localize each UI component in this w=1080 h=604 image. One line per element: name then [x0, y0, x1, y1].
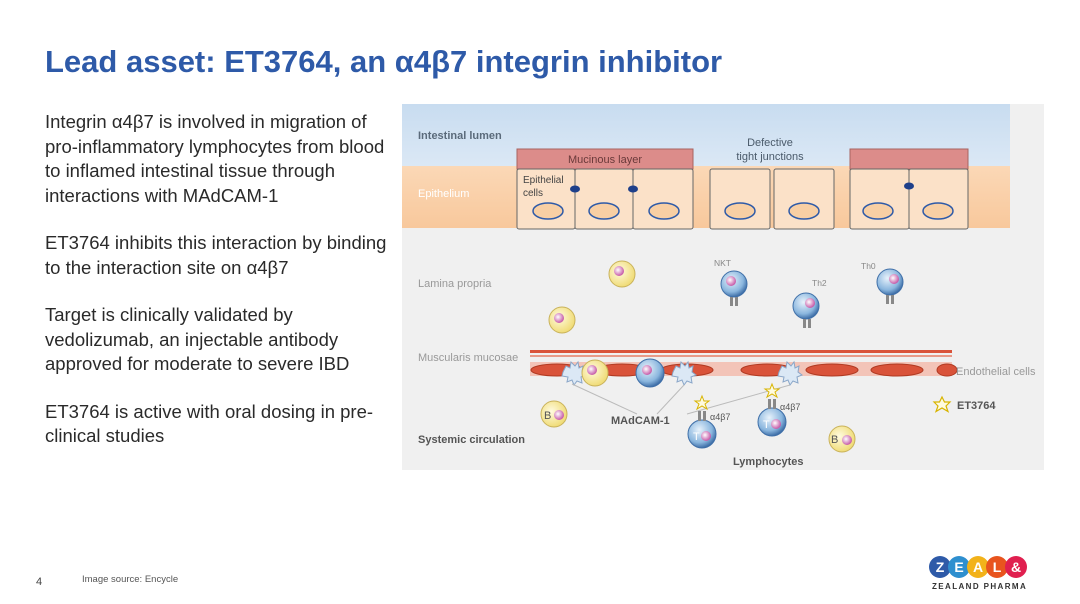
logo-subtitle: ZEALAND PHARMA	[932, 582, 1028, 591]
slide-title: Lead asset: ET3764, an α4β7 integrin inh…	[45, 44, 723, 79]
svg-text:&: &	[1011, 559, 1021, 575]
lamina-cell-yellow-1	[608, 260, 636, 288]
th0-cell	[876, 268, 904, 304]
alpha4beta7-label-1: α4β7	[710, 412, 730, 422]
intestinal-lumen-label: Intestinal lumen	[418, 130, 502, 142]
lamina-cell-yellow-2	[548, 306, 576, 334]
paragraph-4: ET3764 is active with oral dosing in pre…	[45, 400, 374, 447]
endothelial-cells-label: Endothelial cells	[956, 366, 1036, 378]
cell-nucleus	[788, 202, 820, 220]
adhered-lymphocyte-yellow	[581, 359, 609, 387]
b-cell-2	[828, 425, 856, 453]
t-cell-1	[687, 394, 717, 449]
svg-text:E: E	[954, 559, 963, 575]
svg-text:Z: Z	[936, 559, 945, 575]
cell-nucleus	[648, 202, 680, 220]
nkt-cell	[720, 270, 748, 306]
logo-letter-a: A	[967, 556, 989, 578]
tight-junction	[628, 185, 638, 193]
cell-nucleus	[862, 202, 894, 220]
epithelial-cell	[632, 168, 694, 230]
endothelial-cells	[530, 363, 958, 377]
madcam-molecules	[561, 360, 804, 387]
page-number: 4	[36, 576, 43, 588]
systemic-circulation-label: Systemic circulation	[418, 434, 525, 446]
th2-cell	[792, 292, 820, 328]
muscularis-mucosae-label: Muscularis mucosae	[418, 352, 518, 364]
et3764-legend-icon	[932, 395, 952, 413]
epithelial-cell	[773, 168, 835, 230]
bullet-list: Integrin α4β7 is involved in migration o…	[45, 110, 395, 472]
t-label-2: T	[763, 419, 770, 431]
epithelial-cell	[908, 168, 969, 230]
b-label-2: B	[831, 434, 838, 446]
cell-nucleus	[922, 202, 954, 220]
et3764-legend-label: ET3764	[957, 400, 996, 412]
nkt-label: NKT	[714, 258, 731, 268]
mucinous-layer-label: Mucinous layer	[568, 154, 642, 166]
defective-label-2: tight junctions	[736, 151, 804, 163]
epithelial-cells-label-1: Epithelial	[523, 175, 564, 186]
logo-letter-z: Z	[929, 556, 951, 578]
zealand-logo: Z E A L &	[929, 556, 1027, 578]
vessel-wall-stripe	[530, 355, 952, 357]
vessel-wall-top	[530, 350, 952, 353]
madcam-label: MAdCAM-1	[611, 415, 670, 427]
lamina-propria-label: Lamina propria	[418, 278, 492, 290]
epithelial-cells-label-2: cells	[523, 188, 543, 199]
svg-text:L: L	[993, 559, 1002, 575]
cell-nucleus	[724, 202, 756, 220]
paragraph-2: ET3764 inhibits this interaction by bind…	[45, 232, 387, 278]
tight-junction	[570, 185, 580, 193]
epithelial-cell	[709, 168, 771, 230]
svg-text:A: A	[973, 559, 983, 575]
t-label-1: T	[693, 431, 700, 443]
logo-letter-ampersand: &	[1005, 556, 1027, 578]
th0-label: Th0	[861, 261, 876, 271]
alpha4beta7-label-2: α4β7	[780, 402, 800, 412]
logo-letter-l: L	[986, 556, 1008, 578]
t-cell-2	[757, 382, 787, 437]
lymphocytes-label: Lymphocytes	[733, 456, 804, 468]
epithelial-cell	[574, 168, 634, 230]
adhered-lymphocyte-blue	[635, 358, 665, 388]
cell-nucleus	[588, 202, 620, 220]
image-source: Image source: Encycle	[82, 574, 179, 585]
tight-junction	[904, 182, 914, 190]
logo-letter-e: E	[948, 556, 970, 578]
paragraph-3: Target is clinically validated by vedoli…	[45, 304, 350, 374]
epithelial-cell-group-1	[516, 148, 694, 230]
epithelium-label: Epithelium	[418, 188, 469, 200]
defective-label-1: Defective	[747, 137, 793, 149]
b-label-1: B	[544, 410, 551, 422]
epithelial-cell-group-3	[849, 148, 969, 230]
th2-label: Th2	[812, 278, 827, 288]
epithelial-cell-group-2	[709, 168, 835, 230]
integrin-diagram: Intestinal lumen Epithelium Mucinous lay…	[402, 104, 1044, 470]
b-cell-1	[540, 400, 568, 428]
mucinous-layer-3	[849, 148, 969, 170]
paragraph-1: Integrin α4β7 is involved in migration o…	[45, 111, 385, 206]
cell-nucleus	[532, 202, 564, 220]
epithelial-cell	[849, 168, 910, 230]
